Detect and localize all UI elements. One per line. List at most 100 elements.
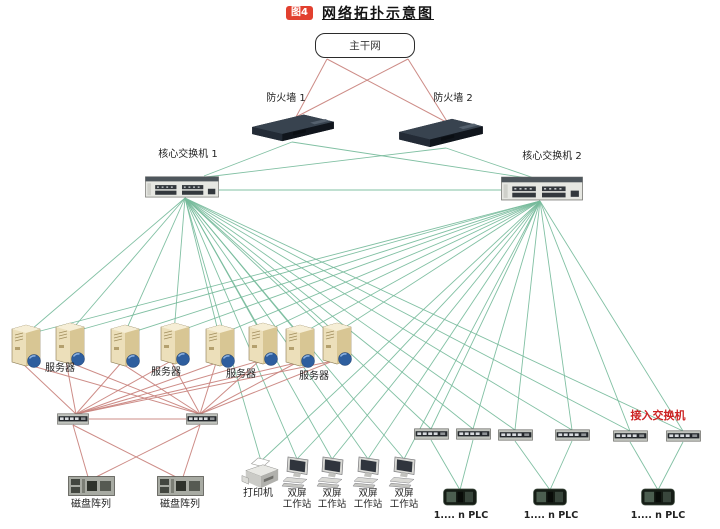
disk-array-1-device [68, 476, 115, 496]
topology-link [170, 360, 201, 415]
small-switch-icon [414, 428, 449, 440]
workstation-icon [352, 456, 385, 488]
server-5-device [202, 321, 238, 369]
topology-link [24, 197, 186, 336]
topology-link [335, 200, 541, 334]
label-server-group-1: 服务器 [45, 363, 75, 374]
san-switch-1-device [57, 413, 89, 425]
server-4-device [157, 319, 193, 367]
topology-link [123, 200, 541, 336]
server-icon [107, 321, 143, 369]
topology-link [68, 197, 186, 334]
topology-link [203, 141, 293, 177]
topology-link [261, 200, 541, 334]
access-switch-6-device [666, 430, 701, 442]
label-plc-1: 1.... n PLC [433, 510, 489, 521]
topology-link [403, 200, 541, 460]
label-plc-2: 1.... n PLC [523, 510, 579, 521]
topology-link [539, 200, 684, 432]
workstation-2-device [316, 456, 349, 488]
topology-link [296, 200, 541, 460]
topology-link [182, 424, 201, 478]
small-switch-icon [613, 430, 648, 442]
topology-link [184, 197, 631, 432]
backbone-network-label: 主干网 [349, 40, 381, 52]
workstation-icon [281, 456, 314, 488]
label-printer: 打印机 [243, 488, 273, 499]
topology-link [514, 440, 551, 491]
topology-link [184, 197, 220, 336]
topology-link [75, 360, 260, 415]
topology-link [199, 362, 297, 415]
topology-link [430, 439, 461, 491]
small-switch-icon [498, 429, 533, 441]
core-switch-icon [501, 174, 583, 201]
topology-link [298, 200, 541, 336]
topology-link [95, 424, 201, 478]
topology-link [68, 200, 541, 334]
label-workstation-1: 双屏 工作站 [282, 488, 312, 510]
access-switch-1-device [414, 428, 449, 440]
firewall-2-device [397, 116, 485, 148]
topology-link [184, 197, 684, 432]
small-switch-icon [186, 413, 218, 425]
topology-link [260, 200, 541, 462]
core-switch-1-device [145, 174, 219, 198]
label-server-group-3: 服务器 [226, 369, 256, 380]
topology-link [123, 197, 186, 336]
topology-link [173, 200, 541, 334]
label-disk-array-1: 磁盘阵列 [71, 499, 111, 510]
topology-link [65, 360, 77, 415]
core-switch-2-device [501, 174, 583, 201]
topology-link [72, 424, 177, 478]
server-icon [245, 319, 281, 367]
access-switch-2-device [456, 428, 491, 440]
topology-link [75, 360, 172, 415]
disk-array-icon [157, 476, 204, 496]
topology-link [199, 362, 217, 415]
server-icon [282, 321, 318, 369]
small-switch-icon [666, 430, 701, 442]
topology-link [184, 197, 298, 460]
label-core-switch-1: 核心交换机 1 [158, 149, 218, 160]
topology-link [205, 147, 447, 178]
access-switch-3-device [498, 429, 533, 441]
topology-link [72, 424, 89, 478]
topology-link [459, 439, 474, 491]
topology-link [407, 58, 449, 124]
topology-link [331, 200, 541, 460]
server-3-device [107, 321, 143, 369]
figure-title: 网络拓扑示意图 [321, 6, 434, 22]
small-switch-icon [555, 429, 590, 441]
server-icon [8, 321, 44, 369]
label-firewall-1: 防火墙 1 [266, 93, 306, 104]
label-firewall-2: 防火墙 2 [433, 93, 473, 104]
access-switch-5-device [613, 430, 648, 442]
core-switch-icon [145, 174, 219, 198]
topology-link [472, 200, 541, 430]
topology-link [218, 200, 541, 336]
label-server-group-2: 服务器 [151, 367, 181, 378]
plc-icon [641, 488, 675, 506]
topology-link [445, 147, 538, 180]
san-switch-2-device [186, 413, 218, 425]
topology-link [291, 141, 535, 180]
figure-number-badge: 图4 [286, 6, 313, 20]
firewall-icon [250, 112, 336, 142]
workstation-4-device [388, 456, 421, 488]
topology-link [75, 362, 122, 415]
label-core-switch-2: 核心交换机 2 [522, 151, 582, 162]
printer-device [241, 456, 281, 491]
server-icon [319, 319, 355, 367]
topology-link [539, 200, 631, 432]
workstation-3-device [352, 456, 385, 488]
figure-header: 图4 网络拓扑示意图 [286, 3, 434, 23]
label-disk-array-2: 磁盘阵列 [160, 499, 200, 510]
small-switch-icon [57, 413, 89, 425]
topology-link [24, 200, 541, 336]
label-plc-3: 1.... n PLC [630, 510, 686, 521]
topology-link [120, 362, 201, 415]
workstation-icon [316, 456, 349, 488]
